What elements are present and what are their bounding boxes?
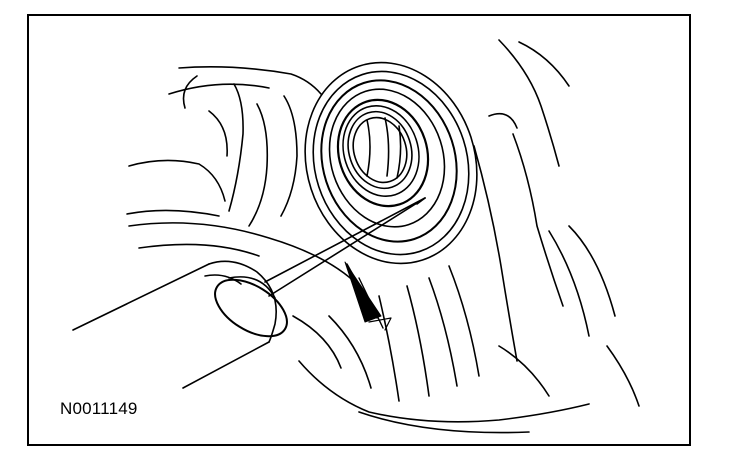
seal-bore xyxy=(304,61,478,265)
housing-casting xyxy=(126,39,640,434)
seal-removal-illustration xyxy=(72,39,640,434)
illustration-frame: N0011149 xyxy=(27,14,691,446)
indicator-arrow xyxy=(344,261,392,331)
figure-id-label: N0011149 xyxy=(60,399,138,418)
pick-tool xyxy=(72,197,426,389)
